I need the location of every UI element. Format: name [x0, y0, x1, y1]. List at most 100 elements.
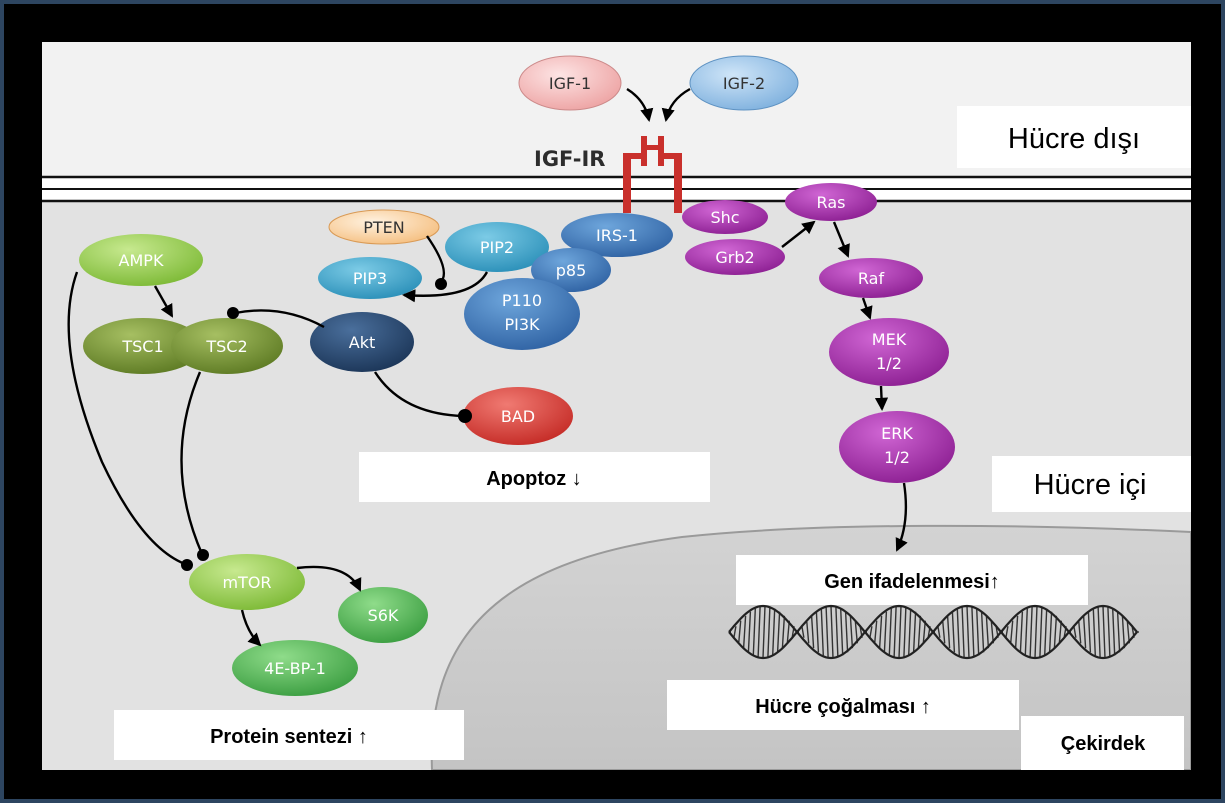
svg-text:4E-BP-1: 4E-BP-1 [264, 659, 326, 678]
dna-strand-b [728, 604, 1138, 660]
raf-to-mek-arrow [860, 297, 873, 320]
dna-base-pair [776, 611, 781, 653]
dna-base-pair [849, 615, 854, 649]
tsc2-mtor-inhibition-head [197, 549, 209, 561]
tsc2-node: TSC2 [171, 318, 283, 374]
pip2-to-pip3-arrow [402, 271, 489, 303]
igf-ir-receptor [623, 136, 682, 213]
dna-base-pair [922, 620, 926, 644]
proliferation-box [667, 680, 1019, 730]
pten-inhibition-head [435, 278, 447, 290]
dna-base-pair [1039, 606, 1043, 658]
dna-base-pair [835, 606, 839, 658]
dna-base-pair [1097, 606, 1101, 658]
dna-base-pair [1024, 608, 1028, 656]
dna-base-pair [747, 611, 752, 653]
svg-text:Akt: Akt [349, 333, 375, 352]
dna-base-pair [767, 606, 771, 658]
p110-pi3k-node: P110 PI3K [464, 278, 580, 350]
raf-node: Raf [819, 258, 923, 298]
svg-text:1/2: 1/2 [884, 448, 910, 467]
dna-base-pair [742, 615, 747, 649]
tsc1-node: TSC1 [83, 318, 203, 374]
dna-base-pair [757, 606, 761, 658]
dna-base-pair [1107, 606, 1111, 658]
svg-text:PIP2: PIP2 [480, 238, 514, 257]
dna-base-pair [854, 620, 858, 644]
akt-to-bad-inhibition [373, 371, 464, 418]
dna-base-pair [908, 608, 912, 656]
dna-base-pair [893, 606, 897, 658]
extracellular-label: Hücre dışı [1008, 123, 1140, 155]
dna-base-pair [1019, 611, 1024, 653]
tsc2-to-mtor-inhibition [180, 371, 204, 555]
dna-base-pair [1112, 608, 1116, 656]
dna-base-pair [830, 605, 834, 659]
dna-base-pair [810, 615, 815, 649]
irs1-node: IRS-1 [561, 213, 673, 257]
svg-text:TSC2: TSC2 [205, 337, 247, 356]
dna-base-pair [961, 606, 965, 658]
svg-text:1/2: 1/2 [876, 354, 902, 373]
dna-base-pair [917, 615, 922, 649]
dna-base-pair [1005, 626, 1009, 638]
dna-base-pair [956, 608, 960, 656]
dna-base-pair [786, 620, 790, 644]
dna-base-pair [976, 608, 980, 656]
dna-base-pair [840, 608, 844, 656]
svg-text:mTOR: mTOR [222, 573, 271, 592]
erk-to-nucleus-arrow [895, 482, 908, 552]
dna-base-pair [874, 620, 878, 644]
svg-text:Raf: Raf [858, 269, 885, 288]
igf-signaling-diagram: Hücre dışı Hücre içi Çekirdek IGF-1 IGF-… [42, 42, 1191, 770]
dna-base-pair [844, 611, 849, 653]
dna-base-pair [1102, 605, 1106, 659]
dna-base-pair [762, 605, 766, 659]
dna-base-pair [878, 615, 883, 649]
dna-base-pair [1010, 620, 1014, 644]
dna-base-pair [1058, 620, 1062, 644]
dna-base-pair [1121, 615, 1126, 649]
grb2-node: Grb2 [685, 239, 785, 275]
dna-base-pair [980, 611, 985, 653]
akt-bad-inhibition-head [458, 409, 472, 423]
dna-base-pair [1048, 611, 1053, 653]
svg-text:PI3K: PI3K [504, 315, 540, 334]
mek-node: MEK 1/2 [829, 318, 949, 386]
dna-base-pair [738, 620, 742, 644]
erk-node: ERK 1/2 [839, 411, 955, 483]
pip2-node: PIP2 [445, 222, 549, 272]
dna-base-pair [801, 626, 805, 638]
dna-base-pair [971, 606, 975, 658]
mek-to-erk-arrow [874, 385, 889, 411]
ras-node: Ras [785, 183, 877, 221]
svg-text:MEK: MEK [872, 330, 907, 349]
dna-base-pair [815, 611, 820, 653]
igf2-to-receptor-arrow [661, 87, 691, 122]
ampk-node: AMPK [79, 234, 203, 286]
dna-base-pair [883, 611, 888, 653]
pip3-node: PIP3 [318, 257, 422, 299]
nucleus-label-box [1021, 716, 1184, 770]
intracellular-label: Hücre içi [1034, 469, 1147, 501]
proliferation-label: Hücre çoğalması ↑ [755, 696, 931, 718]
dna-base-pair [946, 615, 951, 649]
apoptosis-box [359, 452, 710, 502]
dna-base-pair [937, 626, 941, 638]
dna-base-pair [733, 626, 737, 638]
akt-to-tsc2-inhibition [234, 309, 325, 329]
dna-base-pair [912, 611, 917, 653]
dna-base-pair [781, 615, 786, 649]
dna-base-pair [1014, 615, 1019, 649]
dna-base-pair [1044, 608, 1048, 656]
igf2-node: IGF-2 [689, 55, 799, 111]
igf1-to-receptor-arrow [626, 87, 654, 122]
dna-base-pair [1087, 611, 1092, 653]
svg-text:IGF-1: IGF-1 [549, 74, 591, 93]
svg-text:ERK: ERK [881, 424, 913, 443]
dna-base-pair [1029, 606, 1033, 658]
dna-base-pair [888, 608, 892, 656]
protein-synthesis-box [114, 710, 464, 760]
ampk-mtor-inhibition-head [181, 559, 193, 571]
